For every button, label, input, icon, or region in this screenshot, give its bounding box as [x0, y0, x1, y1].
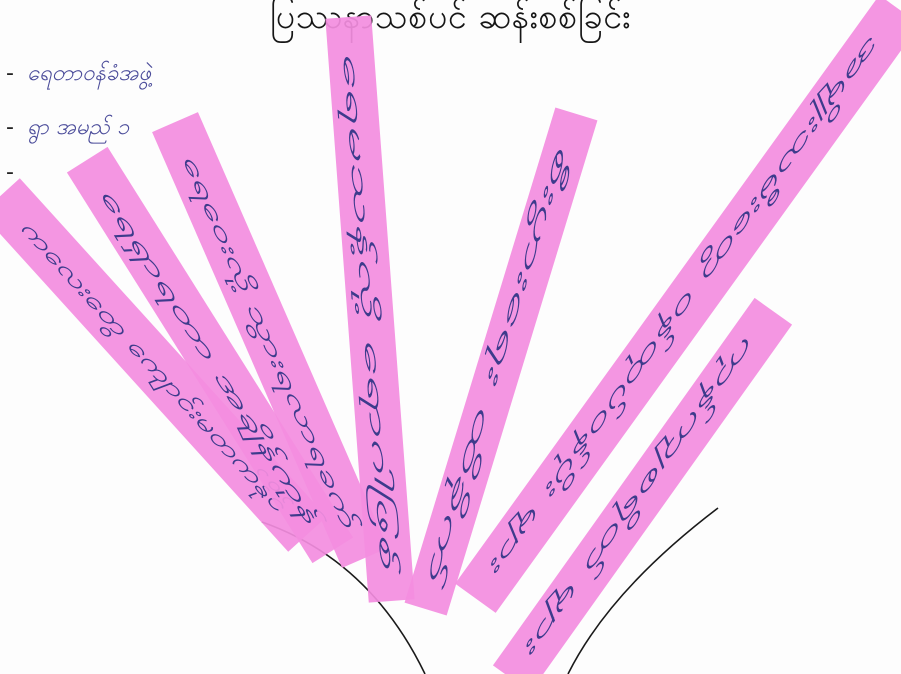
branches-group: ကလေးတွေ ကျောင်းမတက်နိုင်ရေရှာရတာ အချိန်က…: [11, 28, 889, 662]
